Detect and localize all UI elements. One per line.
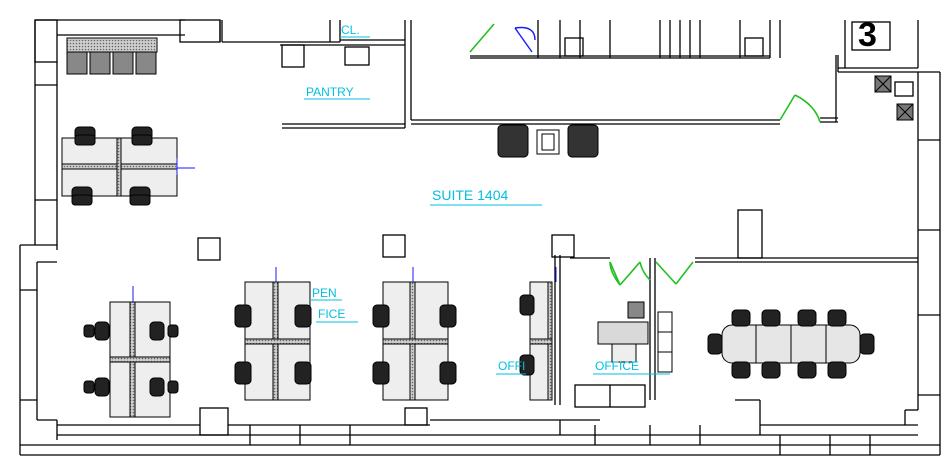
room-number: 3	[858, 16, 877, 54]
open-office-label-line2: FICE	[318, 307, 345, 321]
office-label-right: OFFICE	[595, 359, 639, 373]
outer-walls	[19, 19, 941, 456]
cubicle-cluster-4	[529, 267, 557, 401]
cubicle-cluster-3	[382, 267, 449, 401]
room-labels: CL. PANTRY SUITE 1404 PEN FICE OFFI OFFI…	[304, 23, 670, 375]
office-label-left: OFFI	[498, 359, 525, 373]
open-office-label-line1: PEN	[312, 286, 337, 300]
closet-label: CL.	[341, 23, 360, 37]
office-furniture	[597, 301, 673, 373]
lounge-seating	[497, 124, 599, 158]
fixtures-top-right	[874, 75, 914, 121]
suite-label: SUITE 1404	[432, 187, 508, 203]
conference-table	[721, 324, 861, 364]
chairs-lower	[83, 294, 535, 397]
conference-chairs	[707, 309, 875, 379]
shelving-unit	[66, 37, 158, 75]
chairs-top-left	[71, 126, 153, 206]
cubicle-cluster-1	[109, 286, 171, 418]
door-swing-blue	[514, 26, 536, 53]
interior-partitions	[197, 81, 918, 408]
pantry-label: PANTRY	[306, 85, 354, 99]
door-swings	[469, 23, 821, 286]
